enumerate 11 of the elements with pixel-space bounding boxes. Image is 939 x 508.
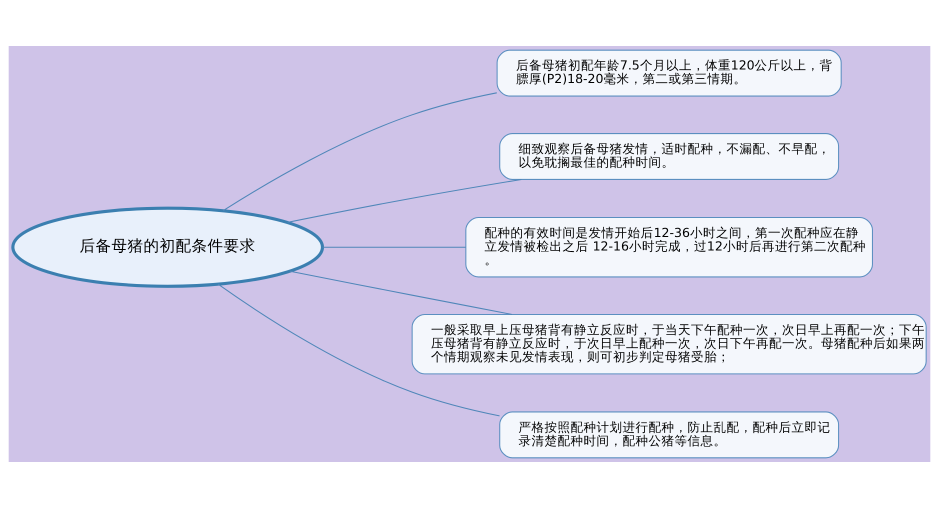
node-box: 一般采取早上压母猪背有静立反应时，于当天下午配种一次，次日早上再配一次；下午压母猪背有静立反应时，于次日早上配种一次，次日下午再配一次。母猪配种后如果两个情期观察未见发情表现，则可初步判定母猪受胎；: [412, 314, 927, 374]
node-box: 严格按照配种计划进行配种，防止乱配，配种后立即记录清楚配种时间，配种公猪等信息。: [499, 411, 840, 458]
node-ellipse: 后备母猪的初配条件要求: [11, 206, 324, 288]
node-box: 配种的有效时间是发情开始后12-36小时之间，第一次配种应在静立发情被检出之后 12-16小时完成，过12小时后再进行第二次配种。: [465, 216, 873, 278]
node-box: 后备母猪初配年龄7.5个月以上，体重120公斤以上，背膘厚(P2)18-20毫米，第二或第三情期。: [496, 50, 842, 97]
node-box: 细致观察后备母猪发情，适时配种，不漏配、不早配，以免耽搁最佳的配种时间。: [499, 133, 840, 180]
connector: [322, 246, 466, 248]
connector: [290, 270, 512, 315]
connector: [287, 178, 522, 223]
connector: [223, 92, 497, 211]
connector: [218, 284, 500, 416]
